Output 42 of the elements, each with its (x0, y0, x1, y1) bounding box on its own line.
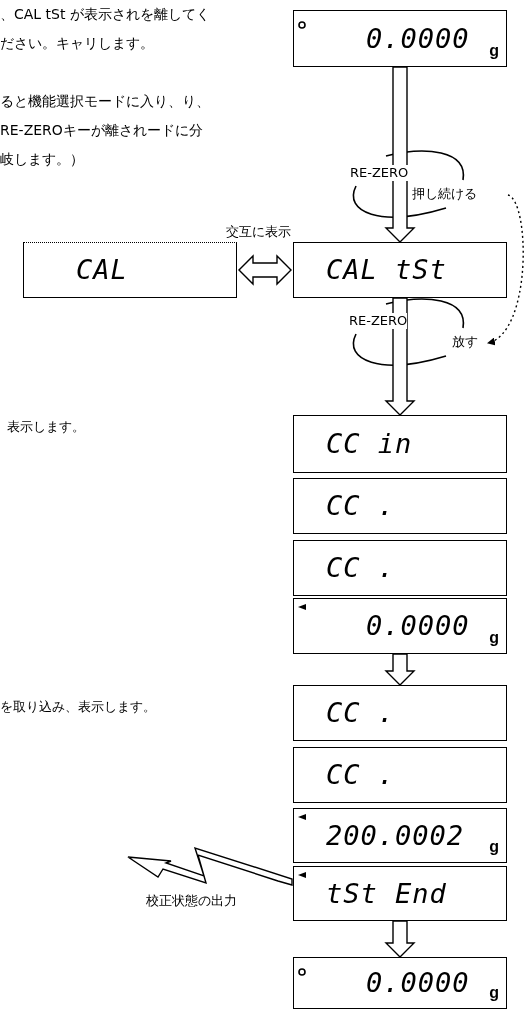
lcd-display (293, 747, 507, 803)
text-label: RE-ZERO (350, 165, 409, 181)
dotted-arrow (487, 194, 524, 344)
display-readout: CC . (326, 698, 396, 728)
display-readout: CC in (326, 429, 413, 459)
display-readout: 200.0002 (326, 820, 465, 851)
edge-label: 校正状態の出力 (146, 893, 237, 909)
display-readout: CAL (76, 255, 128, 285)
instruction-paragraph: ると機能選択モードに入り、り、RE-ZEROキーが離されードに分岐します。） (0, 92, 211, 169)
instruction-paragraph: 、CAL tSt が表示されを離してください。キャリします。 (0, 5, 211, 53)
instruction-text: 放す (452, 334, 478, 350)
lcd-display (293, 598, 507, 654)
display-readout: 0.0000 (366, 611, 470, 641)
lcd-display (293, 540, 507, 596)
hollow-arrow (384, 920, 416, 958)
hollow-arrow (384, 653, 416, 686)
lightning-arrow (127, 846, 293, 886)
display-readout: CC . (326, 491, 396, 521)
lcd-display (293, 685, 507, 741)
lcd-display (293, 10, 507, 67)
lcd-display (23, 242, 237, 298)
hollow-arrow (238, 254, 292, 286)
edge-label: 交互に表示 (226, 224, 291, 240)
lcd-display (293, 866, 507, 921)
display-readout: CC . (326, 553, 396, 583)
display-readout: 0.0000 (366, 968, 470, 998)
lcd-display (293, 957, 507, 1009)
lcd-display (293, 242, 507, 298)
unit-label: g (489, 984, 499, 1002)
unit-label: g (489, 42, 499, 60)
instruction-text: 押し続ける (412, 186, 477, 202)
text-label: RE-ZERO (349, 313, 408, 329)
lcd-display (293, 478, 507, 534)
lcd-display (293, 415, 507, 473)
display-readout: 0.0000 (366, 23, 470, 54)
hollow-arrow (384, 66, 416, 243)
unit-label: g (489, 629, 499, 647)
display-readout: CC . (326, 760, 396, 790)
display-readout: tSt End (326, 878, 447, 909)
lcd-display (293, 808, 507, 863)
display-readout: CAL tSt (326, 255, 447, 285)
unit-label: g (489, 838, 499, 856)
